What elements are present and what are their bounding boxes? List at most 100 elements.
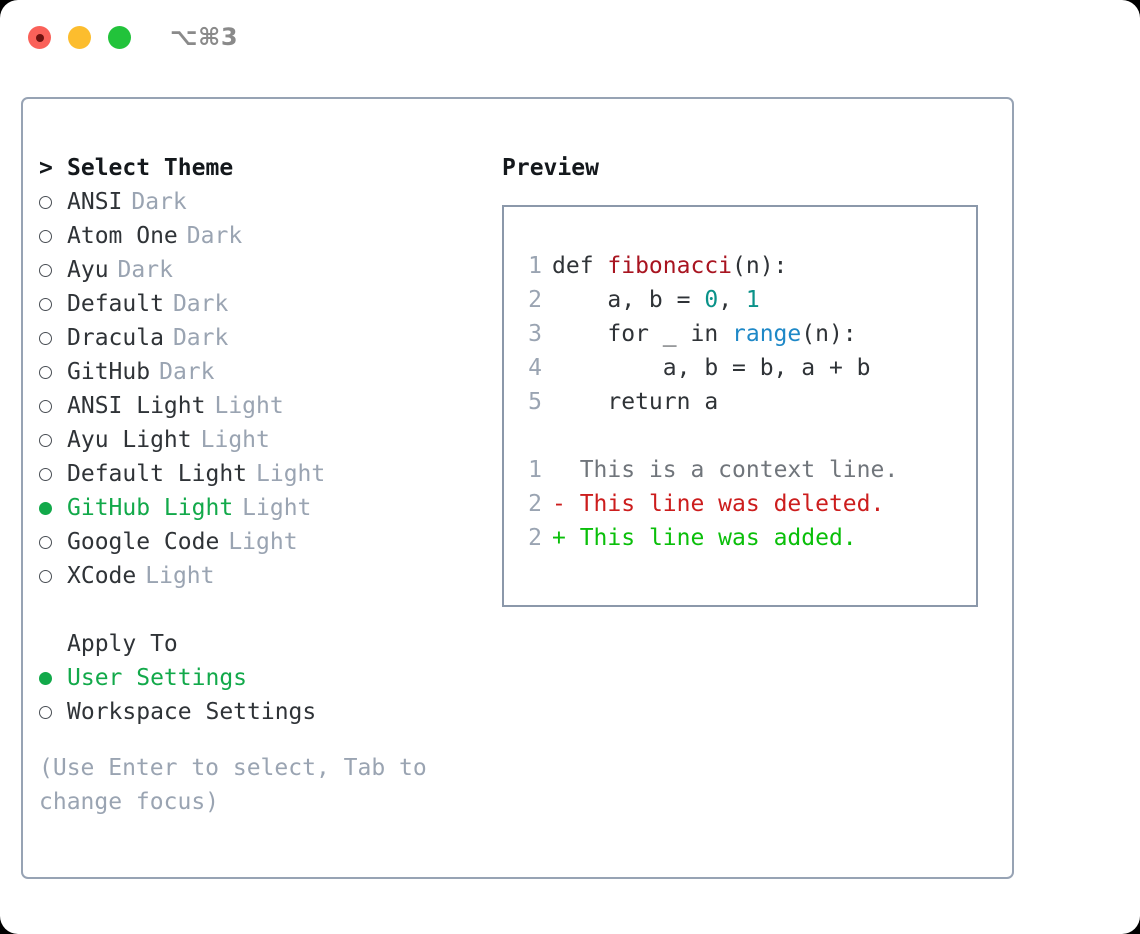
select-theme-header: > Select Theme: [39, 151, 479, 185]
theme-option-label: Ayu Light: [67, 427, 192, 453]
theme-variant-tag: Light: [228, 529, 298, 555]
title-bar: ⌥⌘3: [0, 0, 1140, 78]
diff-text: This line was deleted.: [579, 491, 885, 517]
traffic-light-buttons: [28, 26, 131, 49]
radio-circle: [39, 502, 52, 515]
diff-text: This line was added.: [579, 525, 857, 551]
radio-unselected-icon: [39, 525, 67, 559]
theme-variant-tag: Dark: [172, 291, 229, 317]
theme-option-ayu-light[interactable]: Ayu Light Light: [39, 423, 479, 457]
radio-circle: [39, 672, 52, 685]
diff-line-number: 1: [528, 457, 542, 483]
theme-option-ansi-light[interactable]: ANSI Light Light: [39, 389, 479, 423]
code-token: return a: [552, 389, 719, 415]
radio-circle: [39, 706, 52, 719]
theme-variant-tag: Light: [214, 393, 284, 419]
theme-option-label: ANSI: [67, 189, 123, 215]
code-token: (n):: [732, 253, 788, 279]
radio-unselected-icon: [39, 287, 67, 321]
code-token: fibonacci: [607, 253, 733, 279]
radio-unselected-icon: [39, 559, 67, 593]
theme-option-label: GitHub: [67, 359, 151, 385]
select-theme-title: Select Theme: [67, 155, 234, 181]
radio-circle: [39, 400, 52, 413]
radio-circle: [39, 570, 52, 583]
code-token: a, b =: [552, 287, 705, 313]
radio-selected-icon: [39, 661, 67, 695]
apply-to-option-label: User Settings: [67, 665, 248, 691]
theme-option-label: Default: [67, 291, 164, 317]
radio-circle: [39, 366, 52, 379]
radio-circle: [39, 230, 52, 243]
diff-sign: [552, 457, 580, 483]
theme-option-label: Dracula: [67, 325, 164, 351]
radio-unselected-icon: [39, 695, 67, 729]
theme-option-label: Default Light: [67, 461, 248, 487]
code-token: (n):: [801, 321, 857, 347]
apply-to-option-workspace-settings[interactable]: Workspace Settings: [39, 695, 479, 729]
code-token: 0: [704, 287, 719, 313]
code-token: def: [552, 253, 608, 279]
theme-variant-tag: Light: [242, 495, 312, 521]
theme-variant-tag: Dark: [117, 257, 173, 283]
apply-to-option-user-settings[interactable]: User Settings: [39, 661, 479, 695]
radio-unselected-icon: [39, 253, 67, 287]
code-line-number: 5: [528, 389, 542, 415]
radio-circle: [39, 298, 52, 311]
maximize-button[interactable]: [108, 26, 131, 49]
theme-variant-tag: Light: [256, 461, 326, 487]
radio-unselected-icon: [39, 389, 67, 423]
code-line-number: 2: [528, 287, 542, 313]
theme-option-ansi[interactable]: ANSI Dark: [39, 185, 479, 219]
code-line: 5 return a: [504, 385, 976, 419]
minimize-button[interactable]: [68, 26, 91, 49]
code-line: 2 a, b = 0, 1: [504, 283, 976, 317]
theme-option-label: Atom One: [67, 223, 178, 249]
code-line: 4 a, b = b, a + b: [504, 351, 976, 385]
code-token: range: [732, 321, 802, 347]
diff-sample: 1 This is a context line. 2- This line wa…: [504, 453, 976, 555]
radio-unselected-icon: [39, 185, 67, 219]
diff-text: This is a context line.: [579, 457, 899, 483]
apply-to-option-label: Workspace Settings: [67, 699, 317, 725]
diff-line-add: 2 + This line was added.: [504, 521, 976, 555]
code-diff-gap: [504, 419, 976, 453]
code-token: 1: [745, 287, 760, 313]
close-button[interactable]: [28, 26, 51, 49]
keyboard-hint: (Use Enter to select, Tab to change focu…: [39, 755, 427, 815]
radio-unselected-icon: [39, 423, 67, 457]
diff-sign: +: [552, 525, 580, 551]
radio-circle: [39, 468, 52, 481]
theme-option-ayu[interactable]: Ayu Dark: [39, 253, 479, 287]
code-line-number: 4: [528, 355, 542, 381]
preview-title: Preview: [502, 155, 599, 181]
theme-option-label: ANSI Light: [67, 393, 206, 419]
theme-option-default-light[interactable]: Default Light Light: [39, 457, 479, 491]
diff-line-number: 2: [528, 525, 542, 551]
code-token: ,: [718, 287, 746, 313]
radio-circle: [39, 264, 52, 277]
radio-circle: [39, 196, 52, 209]
diff-line-del: 2- This line was deleted.: [504, 487, 976, 521]
code-token: a, b = b, a + b: [552, 355, 871, 381]
radio-unselected-icon: [39, 355, 67, 389]
theme-option-default[interactable]: Default Dark: [39, 287, 479, 321]
radio-selected-icon: [39, 491, 67, 525]
theme-option-label: Ayu: [67, 257, 109, 283]
code-token: for _ in: [552, 321, 733, 347]
theme-variant-tag: Light: [200, 427, 270, 453]
radio-unselected-icon: [39, 321, 67, 355]
theme-variant-tag: Dark: [131, 189, 187, 215]
code-line-number: 3: [528, 321, 542, 347]
